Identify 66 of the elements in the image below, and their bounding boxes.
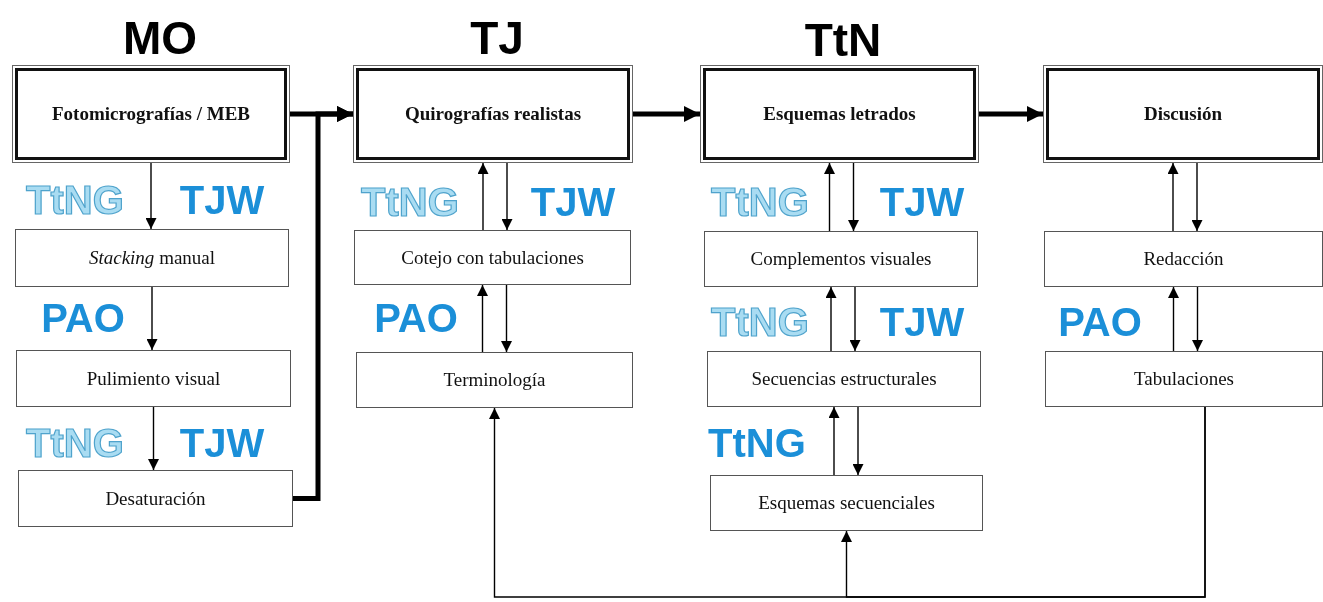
step-box: [16, 350, 291, 407]
step-box: [704, 231, 978, 287]
arrow: [849, 286, 861, 352]
arrow: [146, 286, 158, 351]
box-text: Terminología: [442, 369, 547, 391]
method-label: TtNG: [711, 182, 809, 222]
box-text: Esquemas secuenciales: [757, 492, 936, 514]
method-label: TJW: [530, 182, 616, 222]
column-heading: MO: [122, 15, 198, 61]
arrow: [1168, 286, 1179, 352]
arrow: [477, 284, 488, 353]
box-text: Complementos visuales: [749, 248, 933, 270]
box-text: Quirografías realistas: [403, 103, 583, 125]
step-box: [18, 470, 293, 527]
stage-box: [12, 65, 290, 163]
box-text: Secuencias estructurales: [750, 368, 938, 390]
arrow: [1192, 286, 1203, 352]
box-text: Tabulaciones: [1133, 368, 1235, 390]
box-text: Redacción: [1142, 248, 1225, 270]
method-label: PAO: [41, 298, 125, 338]
step-box: [710, 475, 983, 531]
step-box: [356, 352, 633, 408]
column-heading: TJ: [470, 15, 524, 61]
arrow: [824, 162, 835, 232]
box-text: Stacking manual: [87, 247, 217, 269]
box-text: Esquemas letrados: [762, 103, 917, 125]
method-label: TJW: [179, 180, 265, 220]
arrow: [1191, 162, 1203, 232]
arrow: [852, 406, 864, 476]
arrow: [148, 406, 159, 471]
arrow: [145, 162, 157, 230]
stage-box: [353, 65, 633, 163]
box-text: Discusión: [1142, 103, 1224, 125]
method-label: TtNG: [711, 302, 809, 342]
method-label: TtNG: [26, 423, 124, 463]
arrow: [841, 406, 1206, 598]
arrow: [979, 106, 1043, 122]
method-label: TtNG: [361, 182, 459, 222]
arrow: [501, 162, 513, 231]
arrow: [501, 284, 512, 353]
arrow: [848, 162, 859, 232]
method-label: TJW: [179, 423, 265, 463]
arrow: [293, 106, 353, 501]
method-label: TtNG: [708, 423, 806, 463]
method-label: PAO: [374, 298, 458, 338]
method-label: PAO: [1058, 302, 1142, 342]
box-text: Fotomicrografías / MEB: [50, 103, 252, 125]
arrow: [477, 162, 489, 231]
box-text: Cotejo con tabulaciones: [400, 246, 585, 269]
column-heading: TtN: [804, 17, 882, 63]
method-label: TJW: [879, 182, 965, 222]
arrow: [633, 106, 700, 122]
stage-box: [1043, 65, 1323, 163]
step-box: [1044, 231, 1323, 287]
method-label: TJW: [879, 302, 965, 342]
step-box: [15, 229, 289, 287]
stage-box: [700, 65, 979, 163]
box-text: Desaturación: [104, 487, 207, 510]
arrow: [1167, 162, 1179, 232]
step-box: [354, 230, 631, 285]
method-label: TtNG: [26, 180, 124, 220]
arrow: [828, 406, 840, 476]
step-box: [707, 351, 981, 407]
step-box: [1045, 351, 1323, 407]
box-text: Pulimiento visual: [85, 367, 222, 390]
arrow: [825, 286, 837, 352]
